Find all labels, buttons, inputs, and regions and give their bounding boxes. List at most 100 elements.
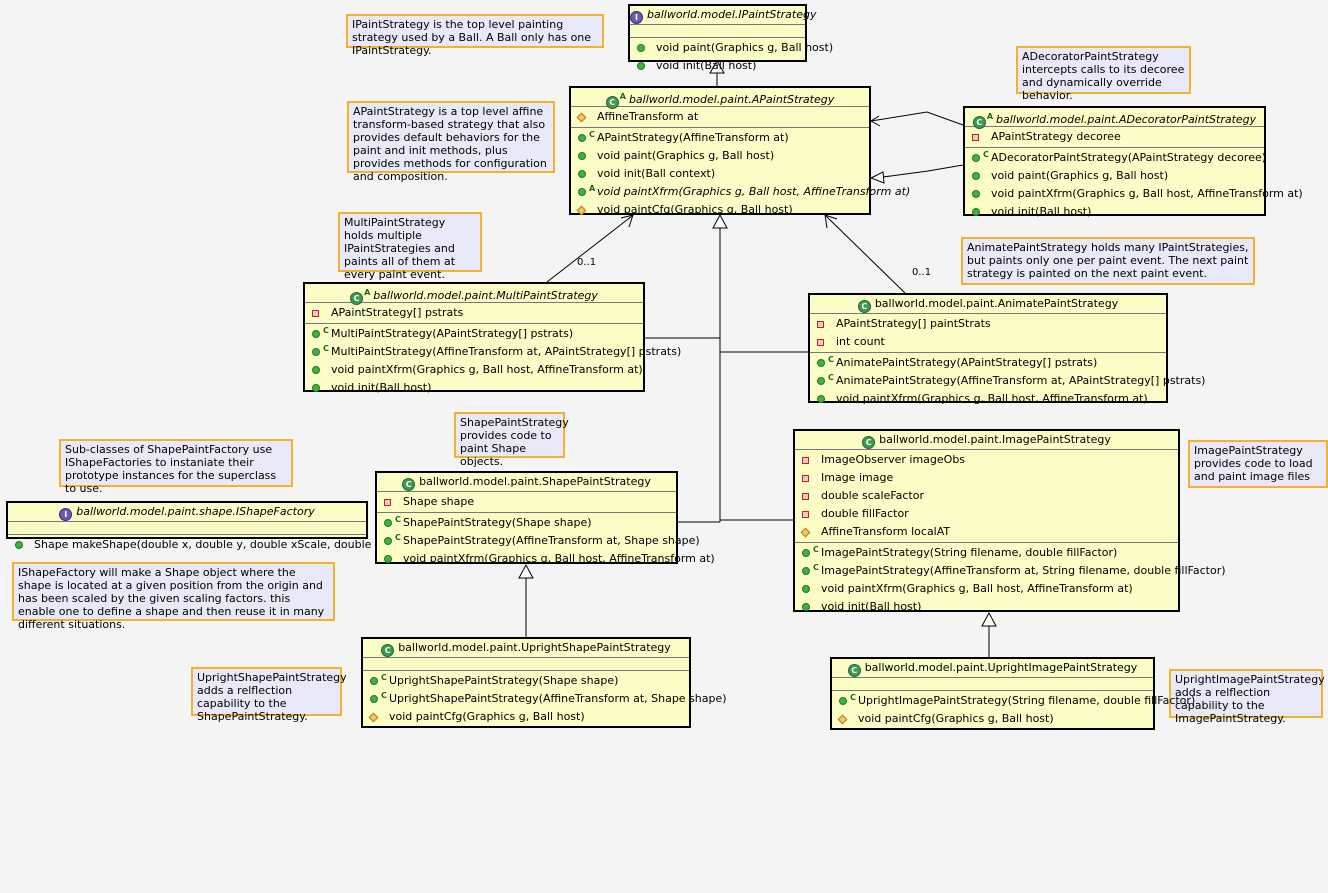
field-row[interactable]: APaintStrategy decoree: [965, 128, 1264, 146]
method-row[interactable]: void paintCfg(Graphics g, Ball host): [571, 201, 869, 219]
method-row[interactable]: void init(Ball host): [305, 379, 643, 397]
class-icon: C: [381, 644, 395, 657]
public-visibility-icon: [817, 377, 825, 385]
method-row[interactable]: void paintXfrm(Graphics g, Ball host, Af…: [810, 390, 1166, 408]
member-text: ShapePaintStrategy(Shape shape): [403, 516, 592, 529]
class-name: ballworld.model.paint.UprightImagePaintS…: [864, 661, 1138, 674]
field-row[interactable]: Shape shape: [377, 493, 676, 511]
method-row[interactable]: void init(Ball host): [630, 57, 805, 75]
interface-icon: I: [59, 508, 73, 521]
field-row[interactable]: APaintStrategy[] paintStrats: [810, 315, 1166, 333]
private-visibility-icon: [312, 310, 319, 317]
class-icon: C: [862, 436, 876, 449]
method-row[interactable]: void paintXfrm(Graphics g, Ball host, Af…: [965, 185, 1303, 203]
member-text: AnimatePaintStrategy(APaintStrategy[] ps…: [836, 356, 1098, 369]
private-visibility-icon: [817, 339, 824, 346]
public-visibility-icon: [802, 567, 810, 575]
field-row[interactable]: AffineTransform at: [571, 108, 869, 126]
field-row[interactable]: Image image: [795, 469, 1178, 487]
abstract-modifier-icon: A: [986, 112, 994, 121]
fields-section: [832, 677, 1153, 690]
constructor-icon: C: [323, 326, 329, 335]
public-visibility-icon: [384, 555, 392, 563]
method-row[interactable]: void init(Ball host): [965, 203, 1264, 221]
note-shapefactory-subclasses: Sub-classes of ShapePaintFactory use ISh…: [59, 439, 293, 495]
method-row[interactable]: void paint(Graphics g, Ball host): [630, 39, 833, 57]
private-visibility-icon: [384, 499, 391, 506]
public-visibility-icon: [312, 330, 320, 338]
method-row[interactable]: void paintXfrm(Graphics g, Ball host, Af…: [377, 550, 715, 568]
note-ishapefactory: IShapeFactory will make a Shape object w…: [12, 562, 335, 631]
method-row[interactable]: void init(Ball context): [571, 165, 869, 183]
constructor-icon: C: [395, 533, 401, 542]
field-row[interactable]: double scaleFactor: [795, 487, 1178, 505]
method-row[interactable]: void init(Ball host): [795, 598, 1178, 616]
member-text: APaintStrategy(AffineTransform at): [597, 131, 789, 144]
field-row[interactable]: double fillFactor: [795, 505, 1178, 523]
method-row[interactable]: void paint(Graphics g, Ball host): [965, 167, 1264, 185]
member-text: void paintXfrm(Graphics g, Ball host, Af…: [331, 363, 643, 376]
method-row[interactable]: void paintXfrm(Graphics g, Ball host, Af…: [305, 361, 643, 379]
field-row[interactable]: AffineTransform localAT: [795, 523, 1178, 541]
member-text: ImageObserver imageObs: [821, 453, 966, 466]
method-row[interactable]: Shape makeShape(double x, double y, doub…: [8, 536, 415, 554]
member-text: void paintXfrm(Graphics g, Ball host, Af…: [821, 582, 1133, 595]
member-text: Shape makeShape(double x, double y, doub…: [34, 538, 416, 551]
member-text: void paint(Graphics g, Ball host): [656, 41, 834, 54]
public-visibility-icon: [802, 585, 810, 593]
multiplicity-label: 0..1: [912, 267, 931, 278]
member-text: void paintCfg(Graphics g, Ball host): [389, 710, 585, 723]
abstract-modifier-icon: A: [619, 92, 626, 101]
field-row[interactable]: APaintStrategy[] pstrats: [305, 304, 643, 322]
abstract-modifier-icon: A: [364, 288, 371, 297]
field-row[interactable]: ImageObserver imageObs: [795, 451, 1178, 469]
method-row[interactable]: void paintCfg(Graphics g, Ball host): [832, 710, 1153, 728]
class-name: ballworld.model.paint.UprightShapePaintS…: [398, 641, 671, 654]
method-row[interactable]: void paintCfg(Graphics g, Ball host): [363, 708, 689, 726]
constructor-icon: C: [813, 563, 819, 572]
class-icon: C: [847, 664, 861, 677]
fields-section: APaintStrategy decoree: [965, 126, 1264, 147]
method-row[interactable]: void paint(Graphics g, Ball host): [571, 147, 869, 165]
member-text: MultiPaintStrategy(AffineTransform at, A…: [331, 345, 682, 358]
member-text: APaintStrategy decoree: [991, 130, 1121, 143]
field-row[interactable]: int count: [810, 333, 1166, 351]
public-visibility-icon: [637, 62, 645, 70]
member-text: void init(Ball context): [597, 167, 716, 180]
extends-arrowhead: [869, 171, 885, 184]
method-row[interactable]: void paintXfrm(Graphics g, Ball host, Af…: [795, 580, 1178, 598]
